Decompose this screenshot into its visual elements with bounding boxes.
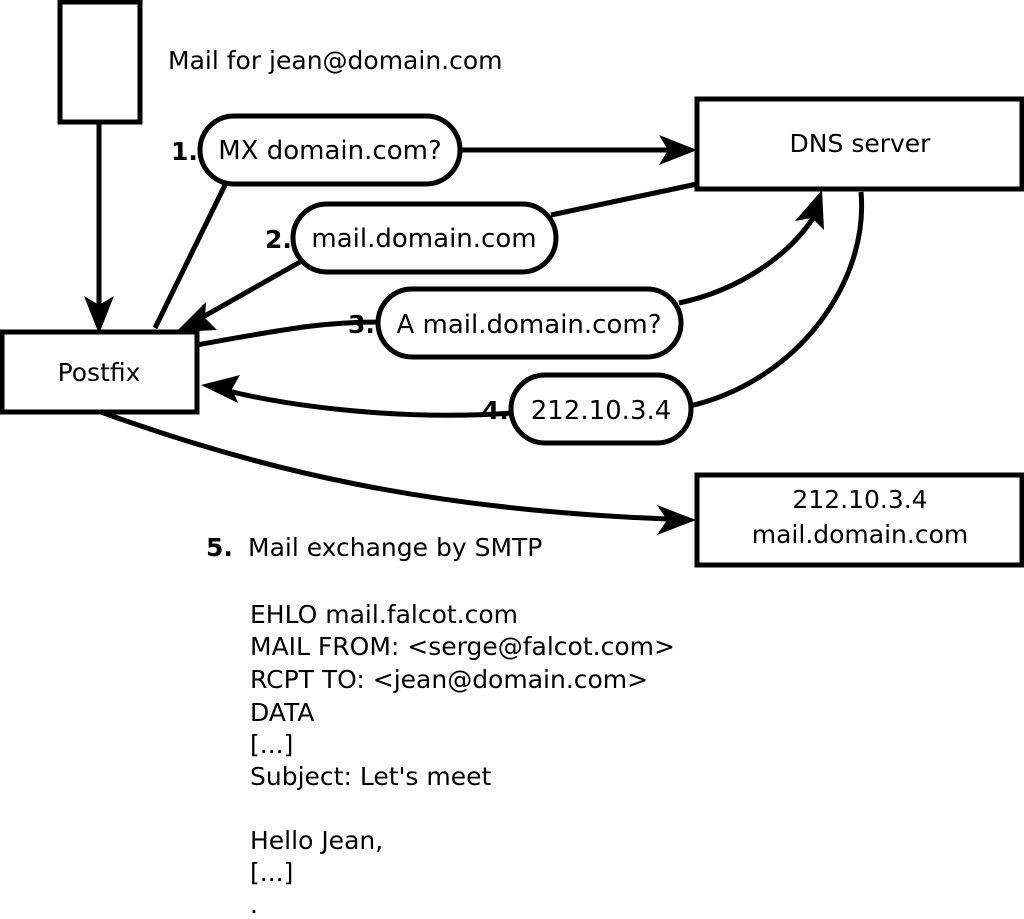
step-3-label: A mail.domain.com? (397, 310, 662, 340)
step-4-number: 4. (482, 396, 509, 425)
transcript-line-8: [...] (250, 858, 293, 887)
target-server-node[interactable]: 212.10.3.4 mail.domain.com (694, 472, 1024, 568)
target-server-hostname: mail.domain.com (752, 520, 968, 549)
edge-client-to-postfix (84, 122, 114, 334)
postfix-label: Postfix (58, 358, 141, 387)
step-4-group[interactable]: 4. 212.10.3.4 (482, 372, 694, 446)
transcript-line-10: . (250, 890, 258, 919)
step-2-label: mail.domain.com (311, 224, 536, 254)
edge-step1-to-dns (460, 135, 697, 165)
edge-step3-to-dns (678, 190, 824, 306)
transcript-line-7: Hello Jean, (250, 826, 383, 855)
edge-postfix-to-target (100, 409, 696, 535)
edge-step4-to-postfix (201, 375, 513, 418)
dns-server-node[interactable]: DNS server (694, 96, 1024, 192)
edge-dns-to-step2 (550, 181, 698, 218)
transcript-line-5: Subject: Let's meet (250, 762, 491, 791)
step-4-pill[interactable] (508, 372, 694, 446)
dns-server-label: DNS server (790, 129, 932, 158)
transcript-line-1: MAIL FROM: <serge@falcot.com> (250, 632, 675, 661)
step-3-group[interactable]: 3. A mail.domain.com? (348, 286, 684, 360)
step-3-number: 3. (348, 310, 375, 339)
step-5-number: 5. (206, 533, 233, 562)
target-server-ip: 212.10.3.4 (792, 485, 927, 514)
step-4-label: 212.10.3.4 (531, 396, 672, 426)
smtp-transcript: EHLO mail.falcot.com MAIL FROM: <serge@f… (250, 600, 675, 919)
client-box[interactable] (57, 0, 143, 125)
step-3-pill[interactable] (375, 286, 684, 360)
mail-for-caption: Mail for jean@domain.com (168, 46, 503, 75)
step-1-group[interactable]: 1. MX domain.com? (171, 113, 463, 187)
step-2-pill[interactable] (290, 201, 559, 275)
transcript-line-0: EHLO mail.falcot.com (250, 600, 518, 629)
step-1-pill[interactable] (197, 113, 463, 187)
step-1-label: MX domain.com? (218, 136, 441, 166)
postfix-node[interactable]: Postfix (0, 329, 200, 415)
transcript-line-3: DATA (250, 698, 314, 727)
step-2-group[interactable]: 2. mail.domain.com (265, 201, 559, 275)
step-1-number: 1. (171, 137, 198, 166)
transcript-line-4: [...] (250, 730, 293, 759)
edge-dns-to-step4 (689, 191, 865, 409)
step-5-group: 5. Mail exchange by SMTP (206, 533, 542, 562)
transcript-line-2: RCPT TO: <jean@domain.com> (250, 665, 648, 694)
step-2-number: 2. (265, 225, 292, 254)
step-5-label: Mail exchange by SMTP (248, 533, 542, 562)
edge-postfix-to-step1 (152, 181, 229, 330)
edge-step2-to-postfix (176, 259, 302, 332)
edge-postfix-to-step3 (196, 319, 382, 348)
